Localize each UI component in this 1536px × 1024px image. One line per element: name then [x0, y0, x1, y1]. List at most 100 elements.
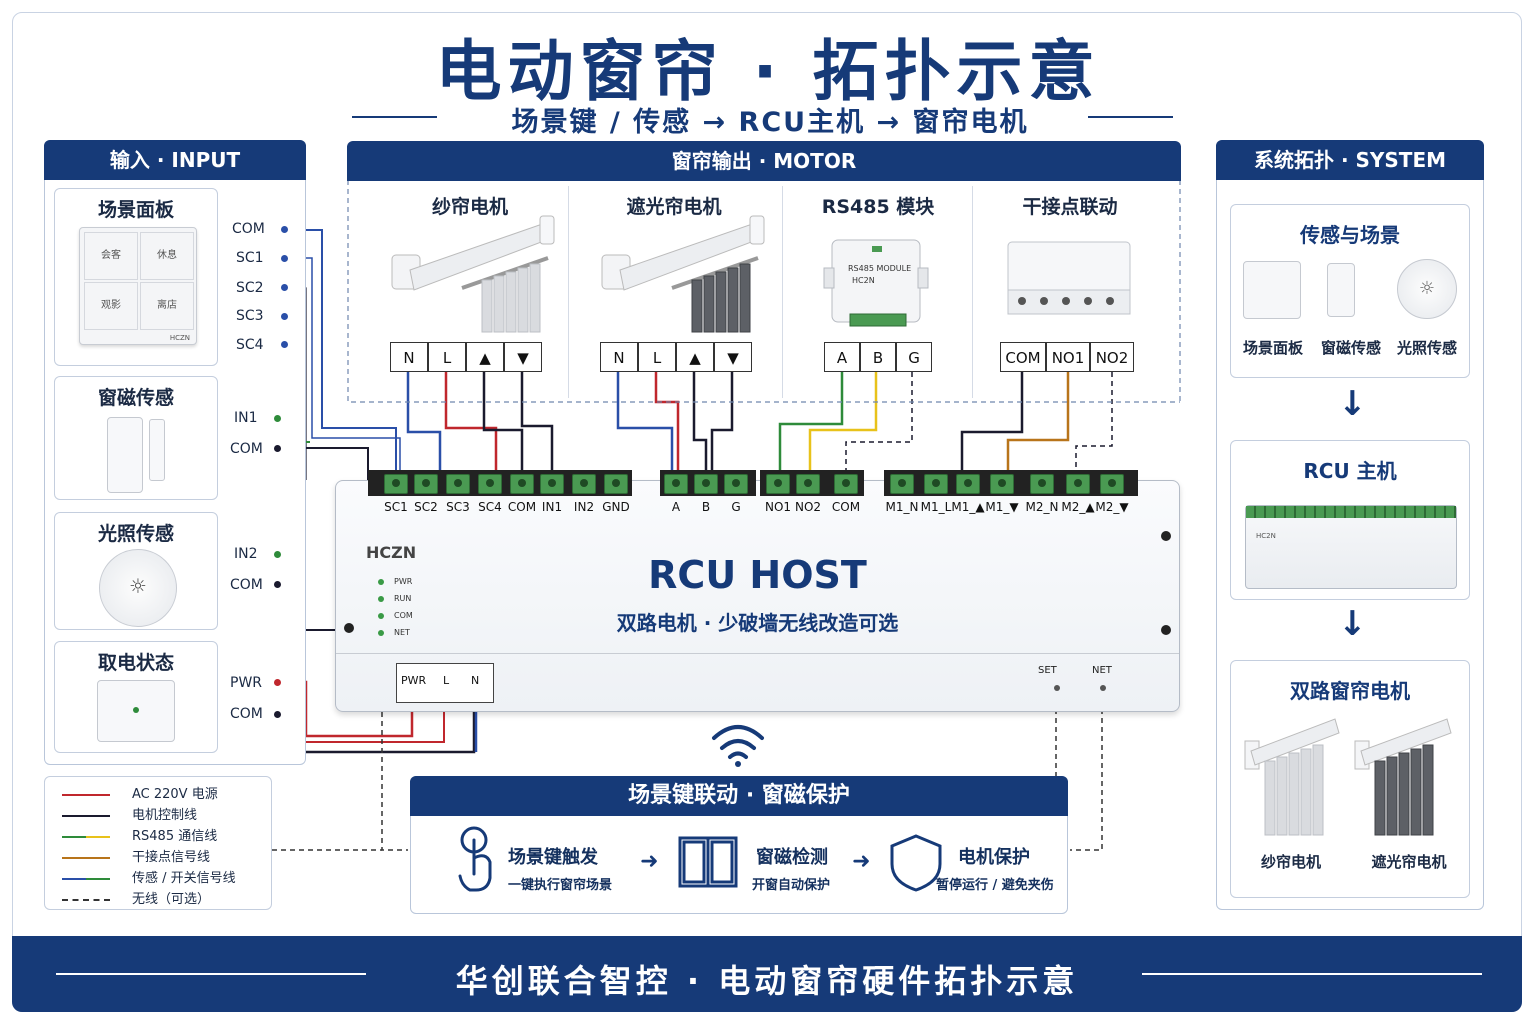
host-terminal-screw: [796, 474, 820, 494]
system-sensors-card: 传感与场景 ☼ 场景面板 窗磁传感 光照传感: [1230, 204, 1470, 378]
legend-label: 电机控制线: [132, 808, 198, 823]
rs485-module-label: RS485 MODULE: [848, 264, 912, 273]
port-dot: [274, 551, 281, 558]
motor-panel-dash: [347, 180, 1180, 403]
host-terminal-label: M1_▼: [985, 500, 1019, 514]
port-dot: [281, 341, 288, 348]
led-label: RUN: [394, 594, 412, 603]
port-sc4: SC4: [236, 337, 264, 353]
led-label: NET: [394, 628, 410, 637]
port-dot: [281, 313, 288, 320]
subtitle-right-rule: [1088, 116, 1173, 118]
host-terminal-screw: [478, 474, 502, 494]
host-terminal-label: SC4: [478, 500, 502, 514]
power-terminal-l: L: [443, 674, 450, 687]
sun-icon: ☼: [129, 574, 147, 598]
page-subtitle: 场景键 / 传感 → RCU主机 → 窗帘电机: [511, 107, 1029, 138]
feature-scene-sub: 一键执行窗帘场景: [508, 878, 613, 893]
host-title: RCU HOST: [648, 553, 867, 597]
wire-dc-no1: [1006, 372, 1070, 480]
led-label: COM: [394, 611, 413, 620]
host-divider: [336, 653, 1179, 654]
scene-button-3[interactable]: 观影: [84, 282, 138, 330]
power-terminal-block: PWR L N: [396, 663, 494, 703]
page-title: 电动窗帘 · 拓扑示意: [435, 33, 1101, 110]
system-label-light: 光照传感: [1396, 339, 1457, 357]
host-terminal-screw: [956, 474, 980, 494]
host-terminal-label: COM: [507, 500, 537, 514]
door-sensor-magnet: [149, 419, 165, 481]
host-terminal-screw: [724, 474, 748, 494]
host-terminal-screw: [834, 474, 858, 494]
dc-terminal-no1: NO1: [1046, 342, 1090, 372]
rs485-terminal-b: B: [860, 342, 896, 372]
wire-rs485-b: [808, 372, 878, 480]
scene-button-4[interactable]: 离店: [140, 282, 194, 330]
scene-button-2[interactable]: 休息: [140, 232, 194, 280]
host-terminal-label: NO2: [794, 500, 822, 514]
port-dot: [281, 255, 288, 262]
host-terminal-screw: [510, 474, 534, 494]
mini-door-sensor-icon: [1327, 263, 1355, 317]
host-terminal-label: M2_▼: [1095, 500, 1129, 514]
host-terminal-label: SC1: [384, 500, 408, 514]
light-sensor-title: 光照传感: [97, 523, 174, 545]
wire-com-input: [284, 229, 397, 480]
host-terminal-label: M2_▲: [1061, 500, 1095, 514]
scene-panel-card: 场景面板 会客 休息 观影 离店 HCZN: [54, 188, 218, 366]
feature-panel: 场景键联动 · 窗磁保护: [410, 776, 1068, 914]
system-label-scene: 场景面板: [1242, 339, 1303, 357]
led-label: PWR: [394, 577, 413, 586]
port-sc3: SC3: [236, 308, 264, 324]
host-terminal-label: B: [701, 500, 711, 514]
motor1-terminal-l: L: [428, 342, 466, 372]
legend-swatch: [62, 814, 110, 817]
feature-protect-title: 电机保护: [958, 847, 1030, 868]
net-button[interactable]: [1100, 685, 1106, 691]
host-brand: HCZN: [366, 543, 417, 562]
set-button-label: SET: [1038, 665, 1057, 676]
scene-switch-brand: HCZN: [169, 334, 190, 342]
host-terminal-label: M1_▲: [951, 500, 985, 514]
host-terminal-screw: [924, 474, 948, 494]
power-terminal-pwr: PWR: [401, 674, 427, 687]
set-button[interactable]: [1054, 685, 1060, 691]
host-terminal-screw: [1066, 474, 1090, 494]
legend-label: 传感 / 开关信号线: [132, 871, 236, 886]
divider: [568, 186, 569, 398]
power-state-title: 取电状态: [97, 652, 174, 674]
rcu-host: HCZN RCU HOST 双路电机 · 少破墙无线改造可选 PWR RUN C…: [335, 480, 1180, 712]
mini-rcu-brand: HC2N: [1256, 532, 1276, 540]
wire-m2-n: [616, 372, 674, 480]
feature-protect-sub: 暂停运行 / 避免夹伤: [936, 878, 1054, 893]
host-terminal-screw: [694, 474, 718, 494]
port-com-door: COM: [230, 441, 263, 457]
led-pwr-icon: [378, 579, 384, 585]
system-motors-title: 双路窗帘电机: [1290, 679, 1410, 703]
port-dot: [274, 445, 281, 452]
legend-label: RS485 通信线: [132, 829, 218, 844]
door-sensor-body: [107, 417, 143, 493]
footer-text: 华创联合智控 · 电动窗帘硬件拓扑示意: [455, 962, 1079, 1000]
motor2-terminal-up: ▲: [676, 342, 714, 372]
port-dot: [274, 679, 281, 686]
screw-icon: [1161, 625, 1171, 635]
legend-swatch: [62, 877, 110, 880]
host-terminal-label: M1_L: [920, 500, 952, 514]
divider: [972, 186, 973, 398]
mini-rcu-terminals: [1246, 506, 1456, 518]
power-card-holder: [97, 680, 175, 742]
wire-com1: [284, 447, 369, 480]
wire-m2-up: [692, 372, 708, 480]
host-terminal-label: IN1: [541, 500, 563, 514]
system-label-sheer: 纱帘电机: [1260, 853, 1321, 871]
host-terminal-label: M1_N: [885, 500, 919, 514]
system-sensors-title: 传感与场景: [1300, 223, 1400, 247]
sheer-motor-title: 纱帘电机: [431, 196, 508, 218]
scene-button-1[interactable]: 会客: [84, 232, 138, 280]
motor2-terminal-l: L: [638, 342, 676, 372]
legend-swatch: [62, 856, 110, 859]
rs485-terminal-a: A: [824, 342, 860, 372]
host-terminal-screw: [1030, 474, 1054, 494]
door-sensor-card: 窗磁传感: [54, 376, 218, 500]
